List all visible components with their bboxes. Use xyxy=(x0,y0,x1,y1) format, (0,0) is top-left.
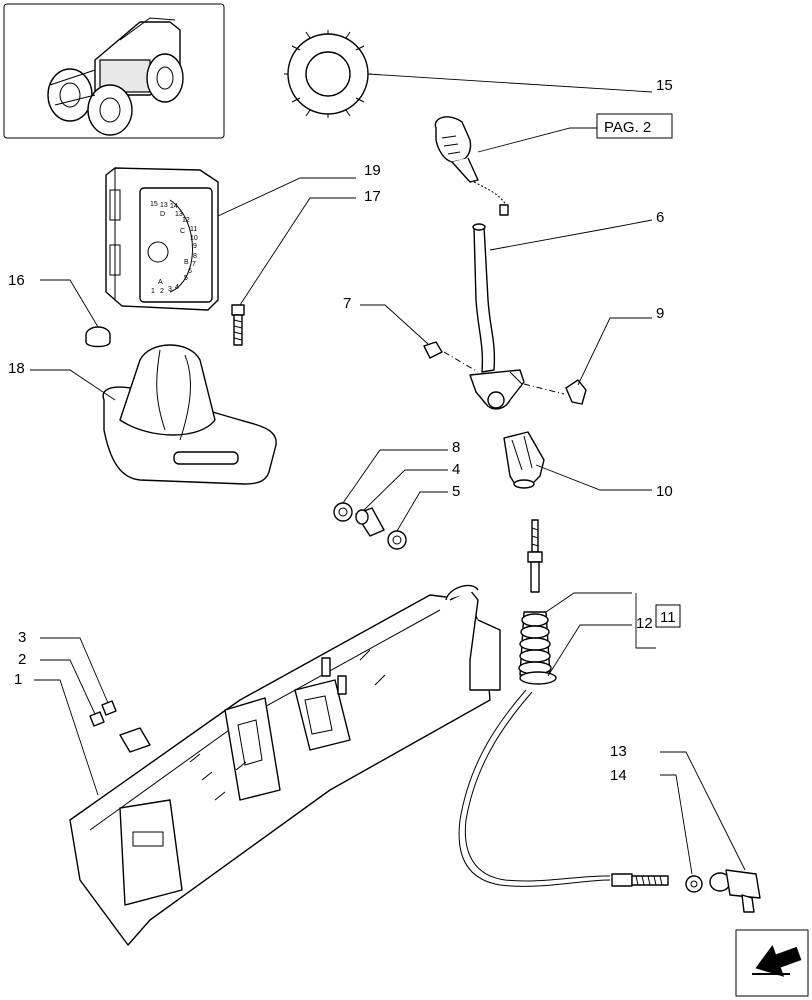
leader-6 xyxy=(489,219,653,251)
svg-text:13: 13 xyxy=(175,211,183,218)
leader-15 xyxy=(367,73,653,93)
part-5-bushing[interactable] xyxy=(387,530,407,550)
part-18-gear-lever-boot[interactable] xyxy=(102,344,277,485)
svg-text:6: 6 xyxy=(188,268,192,275)
svg-text:10: 10 xyxy=(190,235,198,242)
part-14-nut[interactable] xyxy=(685,875,703,893)
leader-3 xyxy=(40,637,109,704)
svg-text:D: D xyxy=(160,211,165,218)
callout-9: 9 xyxy=(656,305,664,322)
svg-text:11: 11 xyxy=(190,226,197,233)
leader-pag2 xyxy=(477,127,597,153)
part-17-screw[interactable] xyxy=(231,304,245,346)
gear-panel-labels: 15 13 14 D 13 12 C 11 10 9 8 B 7 6 5 A 1… xyxy=(150,201,198,295)
leader-4 xyxy=(363,469,448,511)
part-6-gear-lever[interactable] xyxy=(469,223,525,410)
svg-text:B: B xyxy=(184,259,189,266)
svg-text:12: 12 xyxy=(182,217,190,224)
leader-9 xyxy=(577,317,652,386)
callout-7: 7 xyxy=(343,295,351,312)
tractor-thumbnail[interactable] xyxy=(3,3,225,139)
svg-text:9: 9 xyxy=(193,243,197,250)
callout-6: 6 xyxy=(656,209,664,226)
callout-19: 19 xyxy=(364,162,381,179)
leader-14 xyxy=(660,774,693,875)
svg-text:A: A xyxy=(158,279,163,286)
callout-16: 16 xyxy=(8,272,25,289)
callout-1: 1 xyxy=(14,671,22,688)
leader-12 xyxy=(547,624,632,677)
svg-text:15: 15 xyxy=(150,201,158,208)
callout-12: 12 xyxy=(636,615,653,632)
page-ref-label[interactable]: PAG. 2 xyxy=(604,119,651,136)
svg-text:14: 14 xyxy=(170,203,178,210)
leader-16 xyxy=(40,279,99,328)
svg-text:13: 13 xyxy=(160,202,168,209)
svg-text:4: 4 xyxy=(175,284,179,291)
gear-knob-ref[interactable] xyxy=(434,116,509,216)
part-3-bolt[interactable] xyxy=(101,700,117,716)
part-10-clevis[interactable] xyxy=(503,431,545,489)
part-12-control-cable[interactable] xyxy=(458,519,669,887)
part-4-pin[interactable] xyxy=(355,507,385,537)
leader-19 xyxy=(217,177,356,217)
part-1-support-bracket[interactable] xyxy=(69,584,501,946)
svg-text:8: 8 xyxy=(193,253,197,260)
back-arrow-icon[interactable] xyxy=(735,929,809,997)
svg-text:1: 1 xyxy=(151,288,155,295)
svg-text:7: 7 xyxy=(192,261,196,268)
callout-15: 15 xyxy=(656,77,673,94)
leader-17 xyxy=(239,197,356,306)
leader-13 xyxy=(660,751,746,871)
part-7-pin[interactable] xyxy=(423,341,479,373)
callout-5: 5 xyxy=(452,483,460,500)
page-ref-box[interactable] xyxy=(596,113,673,139)
leader-1 xyxy=(34,679,99,796)
callout-10: 10 xyxy=(656,483,673,500)
callout-8: 8 xyxy=(452,439,460,456)
svg-text:5: 5 xyxy=(184,275,188,282)
leader-2 xyxy=(40,659,96,715)
svg-text:C: C xyxy=(180,228,185,235)
tractor-icon xyxy=(47,17,184,136)
bracket-11 xyxy=(635,593,656,649)
svg-text:2: 2 xyxy=(160,288,164,295)
leader-8 xyxy=(342,449,448,504)
callout-11-box xyxy=(655,604,681,628)
part-13-ball-joint[interactable] xyxy=(709,869,761,913)
part-15-lock-washer[interactable] xyxy=(284,30,372,118)
svg-text:3: 3 xyxy=(168,286,172,293)
part-8-bushing[interactable] xyxy=(333,502,353,522)
leader-5 xyxy=(396,491,448,532)
callout-2: 2 xyxy=(18,651,26,668)
callout-11: 11 xyxy=(660,609,676,626)
callout-13: 13 xyxy=(610,743,627,760)
leader-10 xyxy=(535,464,652,491)
callout-17: 17 xyxy=(364,188,381,205)
callout-3: 3 xyxy=(18,629,26,646)
leader-11a xyxy=(545,592,632,613)
callout-18: 18 xyxy=(8,360,25,377)
part-2-bolt[interactable] xyxy=(89,711,105,727)
callout-4: 4 xyxy=(452,461,460,478)
leader-7 xyxy=(360,304,429,345)
callout-14: 14 xyxy=(610,767,627,784)
part-16-plug-cap[interactable] xyxy=(85,326,111,348)
part-19-gear-indicator-panel[interactable]: 15 13 14 D 13 12 C 11 10 9 8 B 7 6 5 A 1… xyxy=(105,167,219,311)
leader-18 xyxy=(30,369,116,401)
part-9-retaining-clip[interactable] xyxy=(523,379,587,405)
